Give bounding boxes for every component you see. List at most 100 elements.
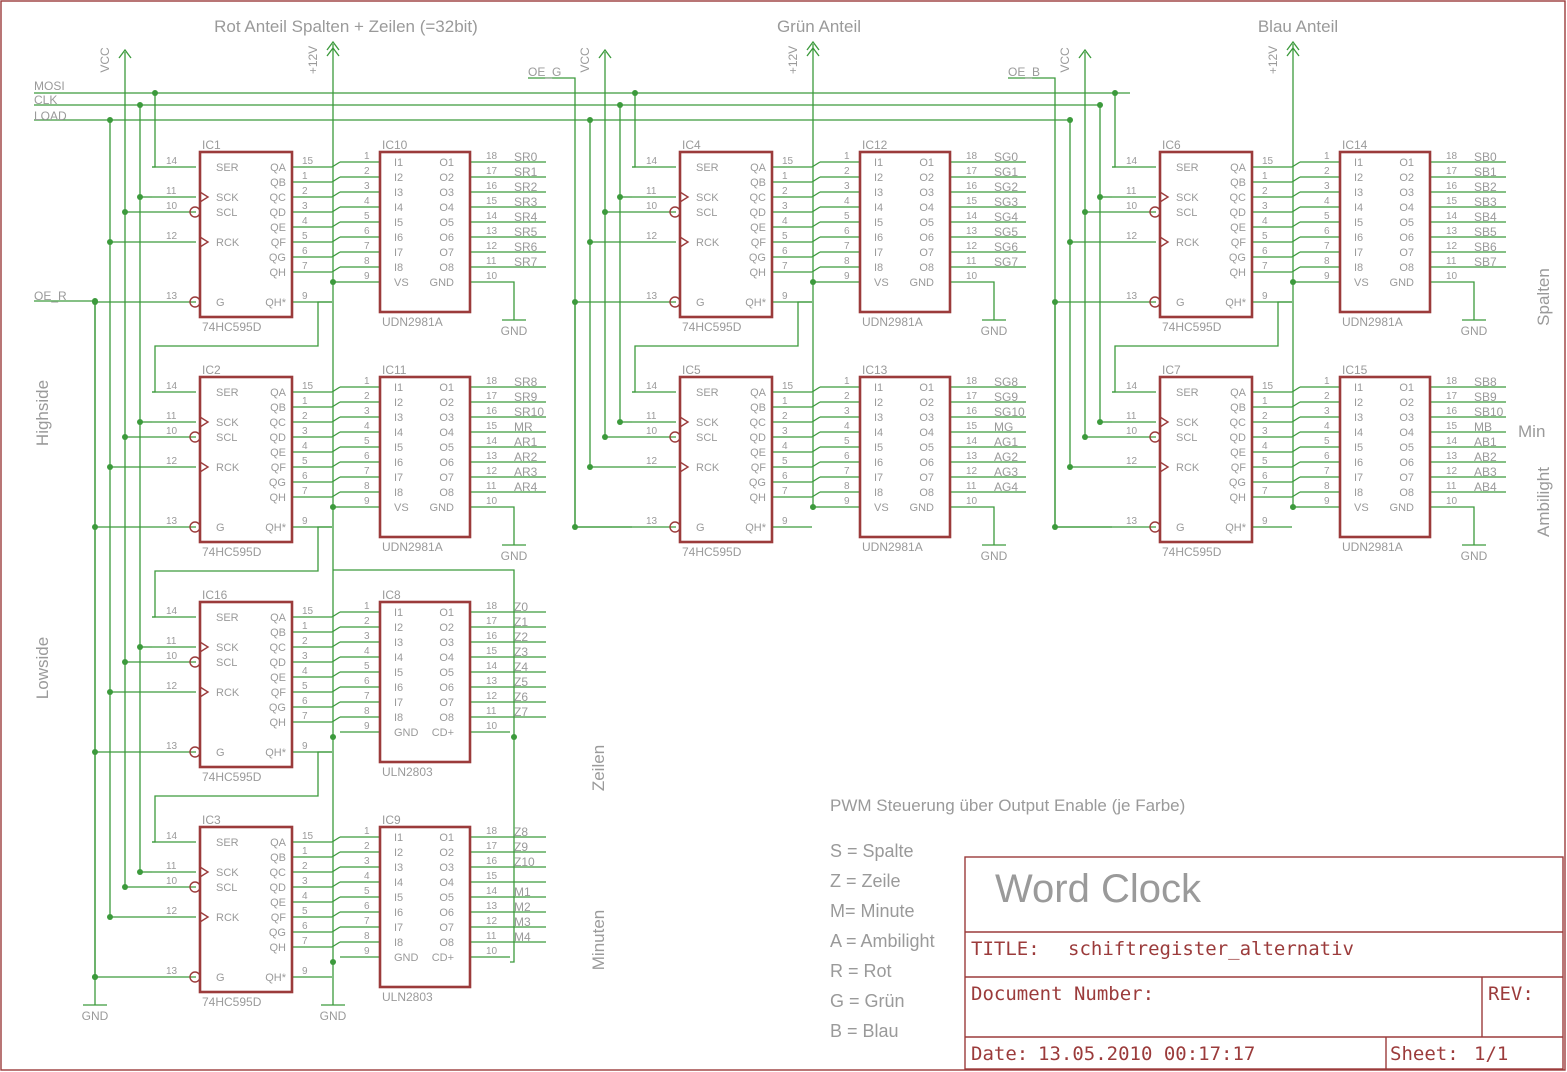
pin-number: 10 <box>166 651 178 662</box>
junction-dot <box>1112 90 1118 96</box>
pin-label: I7 <box>874 472 883 484</box>
pin-label: O6 <box>439 232 454 244</box>
net-label: SB8 <box>1474 375 1497 389</box>
pin-label: O7 <box>439 247 454 259</box>
inverting-bubble <box>669 521 681 533</box>
pin-label: QD <box>270 657 287 669</box>
pin-number: 1 <box>364 151 370 162</box>
net-label: Z4 <box>514 660 528 674</box>
pin-number: 13 <box>166 516 178 527</box>
pin-label: I6 <box>1354 457 1363 469</box>
pin-number: 13 <box>966 226 978 237</box>
pin-number: 11 <box>486 931 497 942</box>
vcc-arrow <box>1078 48 1092 59</box>
pin-label: O2 <box>1399 397 1414 409</box>
pin-label: QA <box>750 387 767 399</box>
net-label: SB0 <box>1474 150 1497 164</box>
pin-number: 11 <box>1126 411 1137 422</box>
net-label: AR4 <box>514 480 538 494</box>
pin-label: I1 <box>1354 157 1363 169</box>
pin-label: QH <box>270 942 287 954</box>
pin-label: QG <box>269 477 286 489</box>
pin-number: 1 <box>782 171 788 182</box>
pin-label: G <box>216 522 225 534</box>
pin-number: 5 <box>302 681 308 692</box>
pin-number: 15 <box>302 606 314 617</box>
pin-number: 1 <box>1324 376 1330 387</box>
pin-label: QH* <box>1225 522 1247 534</box>
net-label: SB6 <box>1474 240 1497 254</box>
pin-number: 2 <box>302 636 308 647</box>
clock-marker <box>199 641 210 653</box>
pin-number: 18 <box>486 826 498 837</box>
pin-number: 2 <box>302 186 308 197</box>
title-heading: Word Clock <box>995 867 1202 911</box>
pin-number: 4 <box>364 421 370 432</box>
pin-number: 4 <box>302 891 308 902</box>
cascade-wire <box>152 526 332 618</box>
pin-number: 18 <box>966 376 978 387</box>
pin-label: I3 <box>394 412 403 424</box>
net-label: SB2 <box>1474 180 1497 194</box>
pin-label: I1 <box>394 607 403 619</box>
chip-type: 74HC595D <box>202 770 262 784</box>
pin-label: QC <box>1230 192 1247 204</box>
pin-label: QA <box>270 162 287 174</box>
net-label: AR2 <box>514 450 538 464</box>
pin-label: QG <box>269 927 286 939</box>
pin-label: QH* <box>265 522 287 534</box>
pin-number: 6 <box>364 901 370 912</box>
pin-label: O3 <box>439 862 454 874</box>
spalten-label: Spalten <box>1534 268 1553 326</box>
pin-number: 16 <box>1446 181 1458 192</box>
pin-number: 14 <box>1446 436 1458 447</box>
pin-label: SCK <box>696 192 719 204</box>
pin-label: QE <box>270 222 286 234</box>
pin-label: SER <box>216 162 239 174</box>
pin-number: 12 <box>1126 456 1138 467</box>
chip-type: 74HC595D <box>202 995 262 1009</box>
pin-number: 15 <box>486 421 498 432</box>
driver-body <box>378 825 472 989</box>
inverting-bubble <box>189 656 201 668</box>
pin-number: 13 <box>486 451 498 462</box>
pin-label: QD <box>270 207 287 219</box>
pin-label: I7 <box>874 247 883 259</box>
pin-number: 14 <box>486 886 498 897</box>
pin-label: I8 <box>874 262 883 274</box>
pwm-note: PWM Steuerung über Output Enable (je Far… <box>830 796 1185 815</box>
pin-number: 1 <box>364 601 370 612</box>
pin-label: QH <box>1230 492 1247 504</box>
pin-label: QD <box>750 207 767 219</box>
net-label: SR1 <box>514 165 538 179</box>
pin-number: 16 <box>966 406 978 417</box>
pin-number: 1 <box>1262 171 1268 182</box>
shift-register-body <box>198 375 294 544</box>
clk-label: CLK <box>34 93 57 107</box>
chip-name: IC15 <box>1342 363 1368 377</box>
pin-label: O1 <box>439 382 454 394</box>
v12-label: +12V <box>306 46 320 74</box>
pin-label: O6 <box>439 907 454 919</box>
pin-label: O3 <box>1399 187 1414 199</box>
pin-number: 6 <box>302 471 308 482</box>
pin-label: I6 <box>874 232 883 244</box>
pin-label: GND <box>1390 277 1415 289</box>
net-label: MG <box>994 420 1013 434</box>
legend-item: B = Blau <box>830 1021 899 1041</box>
pin-label: SER <box>1176 162 1199 174</box>
chip-name: IC16 <box>202 588 228 602</box>
net-label: SB5 <box>1474 225 1497 239</box>
pin-number: 14 <box>486 436 498 447</box>
pin-label: I8 <box>394 712 403 724</box>
pin-number: 9 <box>302 741 308 752</box>
pin-number: 11 <box>966 481 977 492</box>
pin-number: 7 <box>364 241 370 252</box>
pin-number: 6 <box>782 471 788 482</box>
pin-label: I5 <box>1354 442 1363 454</box>
chip-type: 74HC595D <box>682 545 742 559</box>
driver-gnd-wire <box>990 281 995 320</box>
pin-label: QB <box>750 177 766 189</box>
section-blue-title: Blau Anteil <box>1258 17 1338 36</box>
